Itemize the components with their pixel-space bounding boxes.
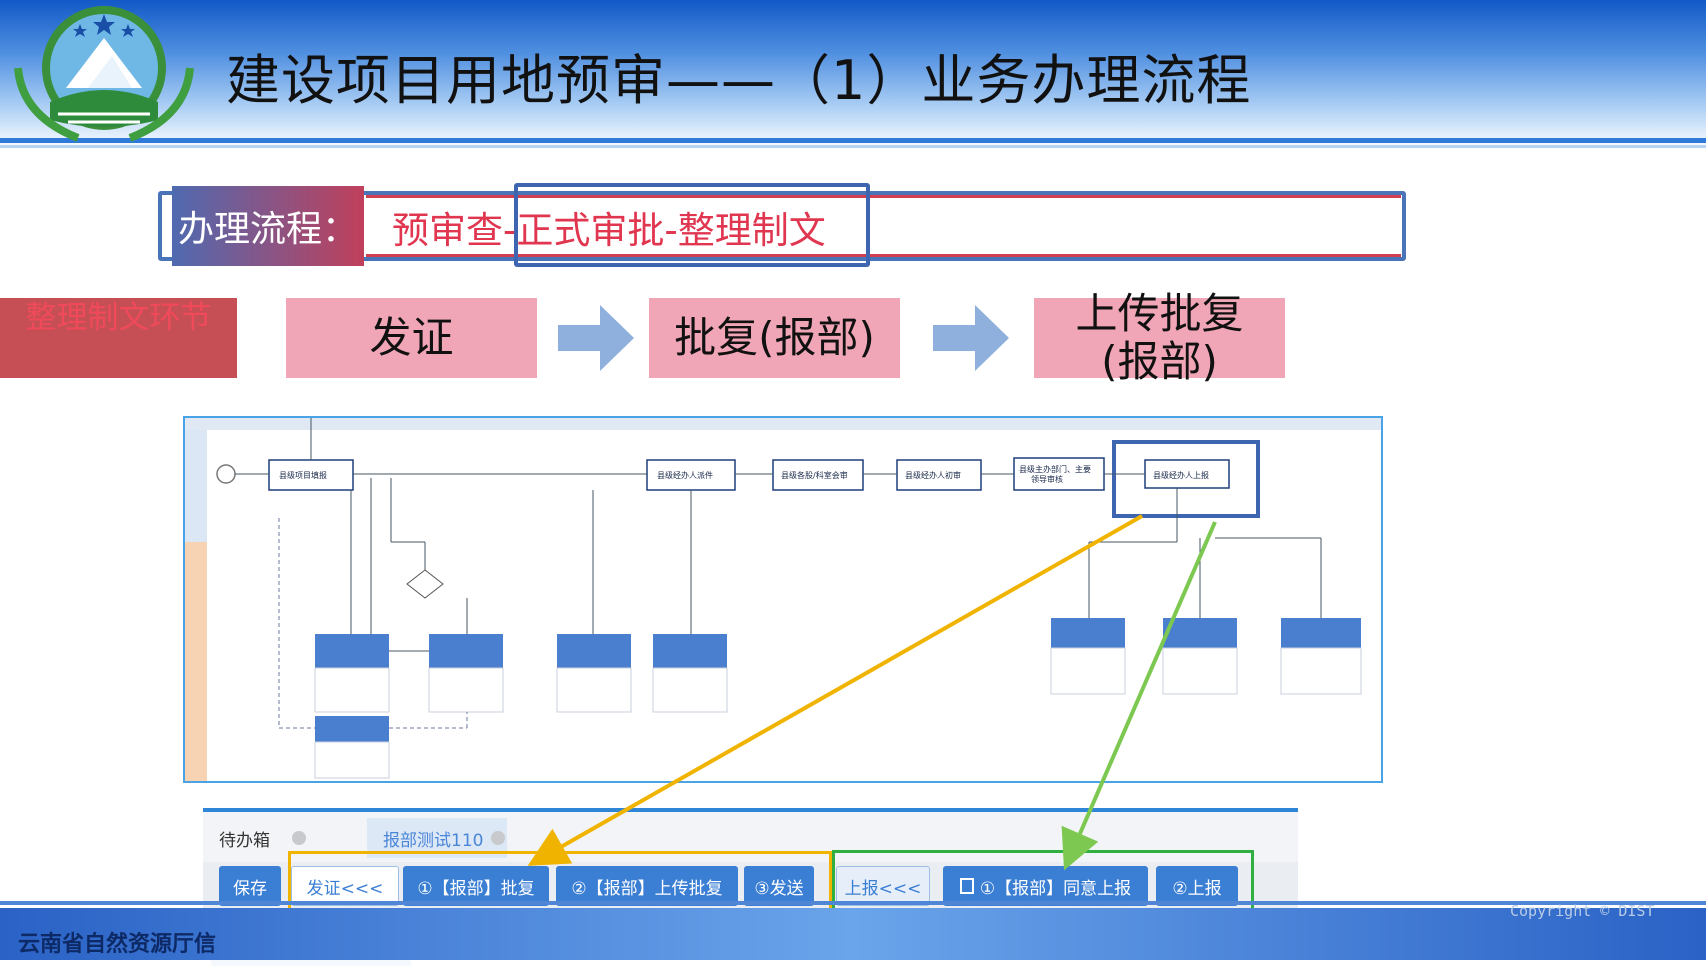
svg-text:领导审核: 领导审核: [1031, 474, 1063, 484]
issue-certificate-button[interactable]: 发证<<<: [291, 866, 399, 906]
tab-label: 待办箱: [219, 830, 270, 851]
save-button[interactable]: 保存: [219, 866, 281, 906]
report-back-button[interactable]: 上报<<<: [836, 866, 930, 906]
right-arrow-icon: [933, 305, 1009, 371]
copyright-text: Copyright © DIST: [1510, 902, 1655, 920]
footer-divider: [0, 901, 1706, 905]
svg-text:县级项目填报: 县级项目填报: [279, 470, 327, 480]
report-button[interactable]: ②上报: [1156, 866, 1238, 906]
step-approval-report: 批复(报部): [649, 298, 900, 378]
step-upload-approval: 上传批复(报部): [1034, 290, 1285, 386]
step-issue-certificate: 发证: [286, 298, 537, 378]
page-title: 建设项目用地预审——（1）业务办理流程: [226, 49, 1252, 112]
tab-label: 报部测试110: [383, 830, 484, 851]
process-accent-line: [366, 195, 1401, 198]
header-banner: [0, 0, 1706, 150]
header-divider-thin: [0, 145, 1706, 148]
svg-text:县级各股/科室会审: 县级各股/科室会审: [781, 470, 848, 480]
right-arrow-icon: [558, 305, 634, 371]
svg-text:县级经办人派件: 县级经办人派件: [657, 470, 713, 480]
process-highlight-box: [514, 183, 870, 267]
stage-label: 整理制文环节: [0, 298, 237, 378]
emblem-logo: [14, 6, 194, 142]
organization-name: 云南省自然资源厅信: [18, 932, 217, 957]
agree-report-button[interactable]: ①【报部】同意上报: [943, 866, 1148, 906]
svg-text:县级经办人初审: 县级经办人初审: [905, 470, 961, 480]
process-frame: [158, 191, 1406, 261]
svg-text:县级经办人上报: 县级经办人上报: [1153, 470, 1209, 480]
callout-arrow-green: [1061, 521, 1217, 871]
callout-arrow-yellow: [527, 514, 1143, 866]
upload-approval-button[interactable]: ②【报部】上传批复: [556, 866, 738, 906]
document-icon: [959, 878, 974, 894]
footer-band: [0, 908, 1706, 960]
process-accent-line: [366, 254, 1401, 257]
approve-button[interactable]: ①【报部】批复: [403, 866, 549, 906]
header-divider: [0, 138, 1706, 143]
close-icon[interactable]: [491, 831, 506, 845]
close-icon[interactable]: [292, 831, 306, 845]
svg-text:县级主办部门、主要: 县级主办部门、主要: [1019, 464, 1091, 474]
process-label: 办理流程：: [172, 186, 364, 266]
workflow-diagram-graphic: 县级项目填报 县级经办人派件 县级各股/科室会审 县级经办人初审 县级主办部门、…: [185, 418, 1381, 781]
process-steps-text: 预审查-正式审批-整理制文: [392, 209, 826, 252]
agree-report-label: ①【报部】同意上报: [979, 878, 1132, 899]
send-button[interactable]: ③发送: [744, 866, 814, 906]
